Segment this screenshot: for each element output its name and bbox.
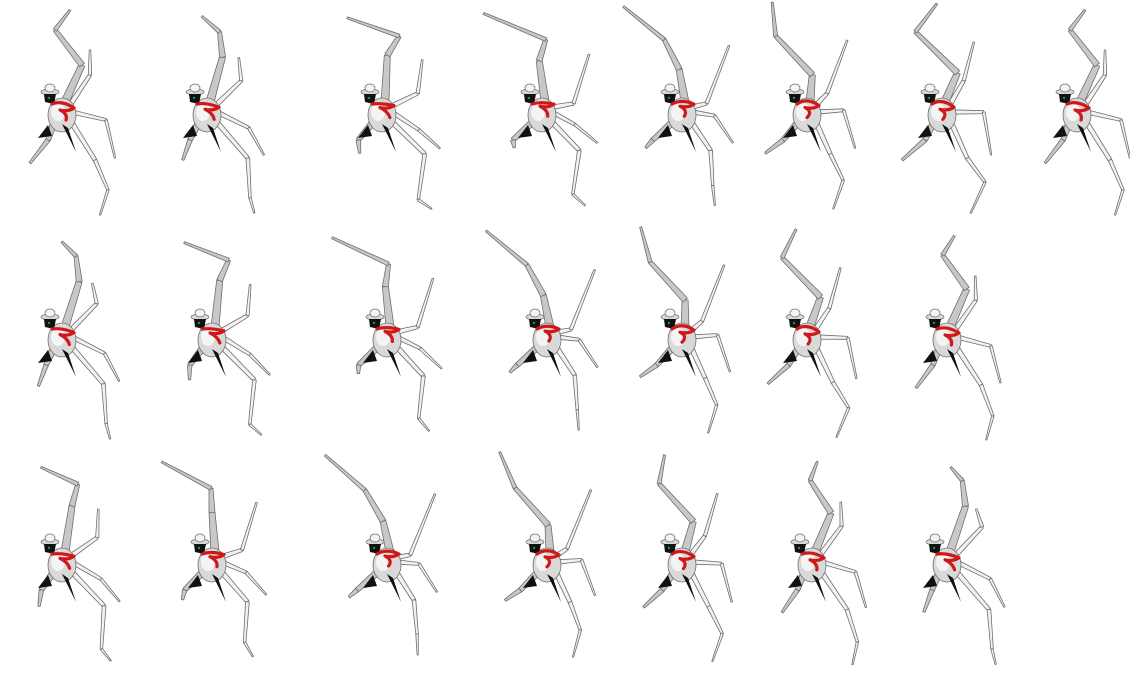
scarf xyxy=(935,552,961,572)
mask xyxy=(364,94,376,104)
spider-sprite-frame xyxy=(914,234,1002,441)
spider-sprite-frame xyxy=(482,12,598,207)
mask xyxy=(369,319,381,329)
spider-sprite-frame xyxy=(1043,8,1130,216)
spider-sprite-frame xyxy=(901,2,993,214)
spider-sprite-frame xyxy=(181,15,265,214)
scarf xyxy=(530,101,556,118)
spider-sprite-frame xyxy=(766,228,858,438)
scarf xyxy=(935,326,961,347)
mask xyxy=(789,319,801,329)
scarf xyxy=(670,549,696,571)
scarf xyxy=(535,549,561,569)
scarf xyxy=(370,102,396,120)
scarf xyxy=(375,549,401,568)
mask xyxy=(44,319,56,329)
mask xyxy=(189,94,201,104)
mask xyxy=(529,319,541,329)
mask xyxy=(194,544,206,554)
mask xyxy=(664,544,676,554)
spider-sprite-frame xyxy=(642,454,733,662)
spider-sprite-frame xyxy=(36,240,121,440)
spider-sprite-frame xyxy=(622,5,734,207)
spider-sprite-frame xyxy=(183,241,271,436)
scarf xyxy=(50,101,76,122)
mask xyxy=(44,94,56,104)
scarf xyxy=(200,550,226,569)
scarf xyxy=(795,324,821,346)
mask xyxy=(929,544,941,554)
spider-sprite-frame xyxy=(485,229,599,431)
spider-sprite-frame xyxy=(323,453,439,656)
mask xyxy=(664,94,676,104)
mask xyxy=(1059,94,1071,104)
mask xyxy=(194,319,206,329)
scarf xyxy=(535,324,561,343)
scarf xyxy=(795,99,821,120)
scarf xyxy=(50,552,76,570)
mask xyxy=(369,544,381,554)
mask xyxy=(44,544,56,554)
mask xyxy=(794,544,806,554)
scarf xyxy=(1065,101,1091,122)
spider-sprite-frame xyxy=(922,466,1006,665)
scarf xyxy=(375,326,401,344)
scarf xyxy=(195,101,221,121)
mask xyxy=(929,319,941,329)
spider-sprite-frame xyxy=(28,8,117,216)
scarf xyxy=(50,327,76,347)
spider-sprite-frame xyxy=(498,451,597,658)
spider-sprite-frame xyxy=(639,226,732,434)
mask xyxy=(524,94,536,104)
scarf xyxy=(200,327,226,345)
mask xyxy=(924,94,936,104)
spider-sprite-frame xyxy=(160,460,268,658)
scarf xyxy=(670,99,696,118)
spider-sprite-frame xyxy=(780,460,868,666)
scarf xyxy=(670,324,696,344)
spider-sprite-frame xyxy=(37,465,121,662)
spider-sprite-frame xyxy=(764,1,857,210)
scarf xyxy=(800,551,826,572)
scarf xyxy=(930,99,956,121)
spider-sprite-frame xyxy=(346,16,441,210)
spider-sprite-frame xyxy=(331,236,443,432)
